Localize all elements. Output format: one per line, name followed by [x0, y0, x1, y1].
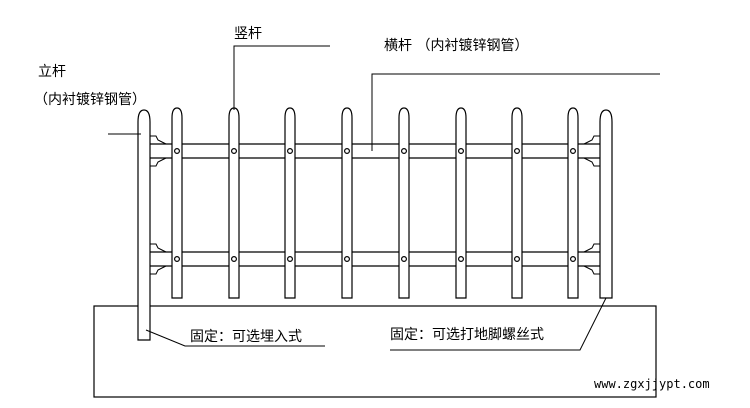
- embed-fix-label: 固定：可选埋入式: [190, 329, 302, 345]
- rail-label: 横杆 （内衬镀锌钢管）: [384, 37, 528, 54]
- upper-rail: [150, 143, 600, 159]
- watermark-text: www.zgxjjypt.com: [594, 377, 710, 391]
- post-label-line2: （内衬镀锌钢管）: [34, 91, 146, 108]
- embed-leader-line: [145, 329, 325, 347]
- left-upper-bracket: [150, 135, 167, 167]
- picket-4: [341, 107, 353, 299]
- picket-2: [228, 107, 240, 299]
- right-upper-bracket: [583, 135, 600, 167]
- foundation-box: [93, 305, 657, 398]
- post-label-line1: 立杆: [38, 64, 66, 80]
- picket-8: [567, 107, 579, 299]
- right-post: [599, 109, 613, 299]
- picket-7: [511, 107, 523, 299]
- rail-leader-line: [371, 73, 660, 151]
- picket-5: [398, 107, 410, 299]
- picket-label: 竖杆: [234, 26, 262, 42]
- picket-6: [455, 107, 467, 299]
- picket-leader-line: [233, 45, 330, 110]
- bolt-fix-label: 固定：可选打地脚螺丝式: [390, 326, 544, 343]
- bolt-leader-line: [390, 297, 607, 351]
- left-post: [137, 109, 151, 341]
- picket-3: [284, 107, 296, 299]
- lower-rail: [150, 251, 600, 267]
- left-lower-bracket: [150, 243, 167, 275]
- right-lower-bracket: [583, 243, 600, 275]
- picket-1: [171, 107, 183, 299]
